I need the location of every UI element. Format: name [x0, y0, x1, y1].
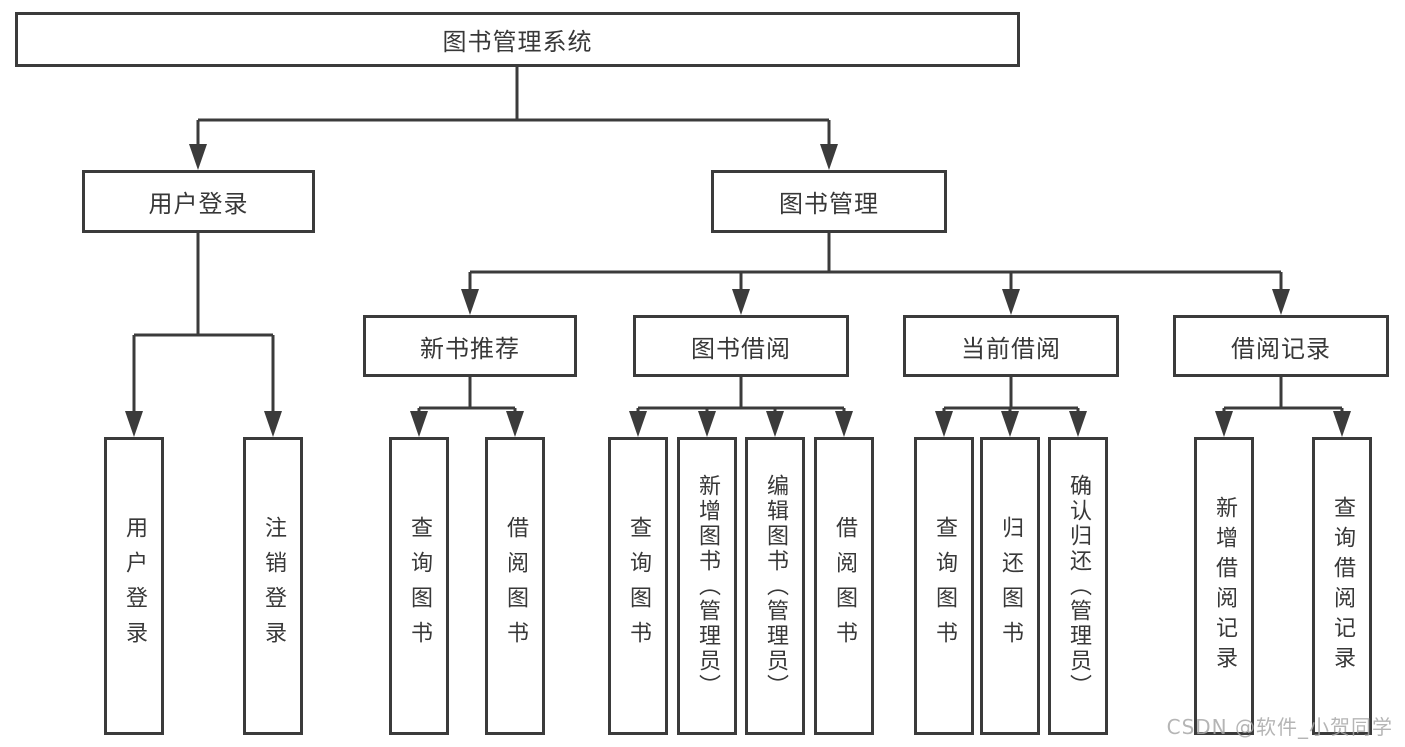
leaf-borrow-books-recommend: 借阅图书 [485, 437, 545, 735]
leaf-logout: 注销登录 [243, 437, 303, 735]
leaf-return-book: 归还图书 [980, 437, 1040, 735]
node-current-borrow-label: 当前借阅 [961, 334, 1061, 363]
leaf-confirm-return-admin-label: 确认归还（管理员） [1066, 473, 1091, 699]
leaf-borrow-books-recommend-label: 借阅图书 [503, 516, 528, 656]
node-root: 图书管理系统 [15, 12, 1020, 67]
connector-book-management [468, 233, 1283, 293]
leaf-query-books-borrow: 查询图书 [608, 437, 668, 735]
node-user-login: 用户登录 [82, 170, 315, 233]
connector-new-book-recommend [417, 377, 517, 415]
connector-root [196, 67, 831, 148]
connector-current-borrow [942, 377, 1080, 415]
leaf-add-book-admin: 新增图书（管理员） [677, 437, 737, 735]
leaf-query-books-borrow-label: 查询图书 [626, 516, 651, 656]
leaf-query-books-current: 查询图书 [914, 437, 974, 735]
leaf-logout-label: 注销登录 [261, 516, 286, 656]
leaf-query-books-current-label: 查询图书 [932, 516, 957, 656]
leaf-confirm-return-admin: 确认归还（管理员） [1048, 437, 1108, 735]
node-user-login-label: 用户登录 [148, 190, 249, 218]
connector-book-borrow [636, 377, 846, 415]
node-new-book-recommend-label: 新书推荐 [420, 334, 520, 363]
leaf-query-books-recommend-label: 查询图书 [407, 516, 432, 656]
connector-user-login [132, 233, 275, 415]
watermark-text: CSDN @软件_小贺同学 [1166, 715, 1393, 739]
arrowheads [125, 144, 1351, 437]
node-book-management-label: 图书管理 [779, 190, 879, 218]
leaf-edit-book-admin: 编辑图书（管理员） [745, 437, 805, 735]
leaf-query-books-recommend: 查询图书 [389, 437, 449, 735]
leaf-add-book-admin-label: 新增图书（管理员） [695, 473, 720, 699]
leaf-borrow-books-label: 借阅图书 [832, 516, 857, 656]
node-root-label: 图书管理系统 [442, 28, 593, 56]
leaf-edit-book-admin-label: 编辑图书（管理员） [763, 473, 788, 699]
leaf-return-book-label: 归还图书 [998, 516, 1023, 656]
node-borrow-records-label: 借阅记录 [1231, 334, 1331, 363]
connector-borrow-records [1222, 377, 1344, 415]
leaf-add-borrow-record-label: 新增借阅记录 [1212, 496, 1237, 676]
leaf-user-login-label: 用户登录 [122, 516, 147, 656]
leaf-borrow-books: 借阅图书 [814, 437, 874, 735]
node-current-borrow: 当前借阅 [903, 315, 1119, 377]
leaf-query-borrow-record: 查询借阅记录 [1312, 437, 1372, 735]
node-book-management: 图书管理 [711, 170, 947, 233]
node-new-book-recommend: 新书推荐 [363, 315, 577, 377]
node-book-borrow-label: 图书借阅 [691, 334, 791, 363]
node-book-borrow: 图书借阅 [633, 315, 849, 377]
leaf-query-borrow-record-label: 查询借阅记录 [1330, 496, 1355, 676]
leaf-add-borrow-record: 新增借阅记录 [1194, 437, 1254, 735]
node-borrow-records: 借阅记录 [1173, 315, 1389, 377]
leaf-user-login: 用户登录 [104, 437, 164, 735]
